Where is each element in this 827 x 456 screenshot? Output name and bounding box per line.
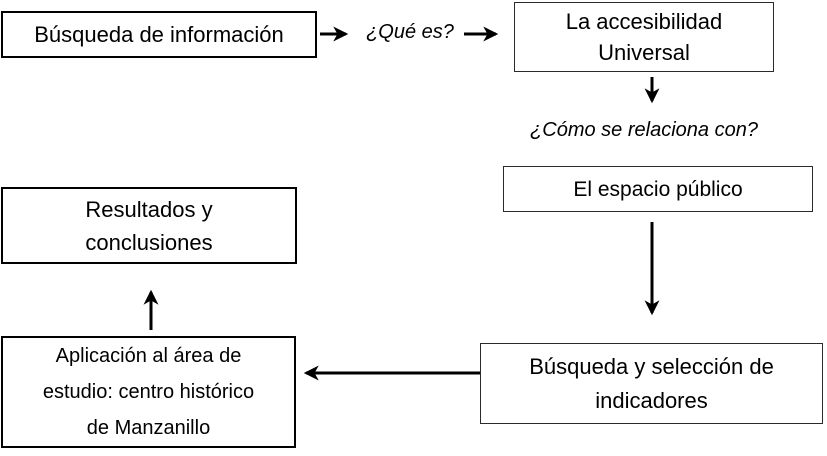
- node-label: Aplicación al área de: [55, 345, 242, 367]
- node-busqueda-informacion: Búsqueda de información: [1, 11, 317, 58]
- node-label: estudio: centro histórico: [42, 381, 255, 403]
- node-espacio-publico: El espacio público: [503, 166, 813, 212]
- node-accesibilidad-universal: La accesibilidad Universal: [514, 2, 774, 72]
- node-label: indicadores: [595, 387, 708, 413]
- edge-label-que-es: ¿Qué es?: [366, 21, 454, 43]
- node-label: El espacio público: [573, 177, 743, 201]
- node-label: Universal: [598, 40, 690, 65]
- node-label: Búsqueda y selección de: [529, 353, 774, 379]
- node-aplicacion-area-estudio: Aplicación al área de estudio: centro hi…: [1, 336, 296, 448]
- node-label: La accesibilidad: [565, 9, 723, 34]
- node-label: de Manzanillo: [86, 417, 211, 439]
- node-resultados-conclusiones: Resultados y conclusiones: [1, 187, 297, 264]
- node-label: Resultados y: [85, 196, 213, 222]
- node-busqueda-indicadores: Búsqueda y selección de indicadores: [480, 343, 823, 424]
- node-label: Búsqueda de información: [34, 22, 284, 47]
- node-label: conclusiones: [85, 229, 213, 255]
- edge-label-como-se-relaciona: ¿Cómo se relaciona con?: [530, 119, 758, 141]
